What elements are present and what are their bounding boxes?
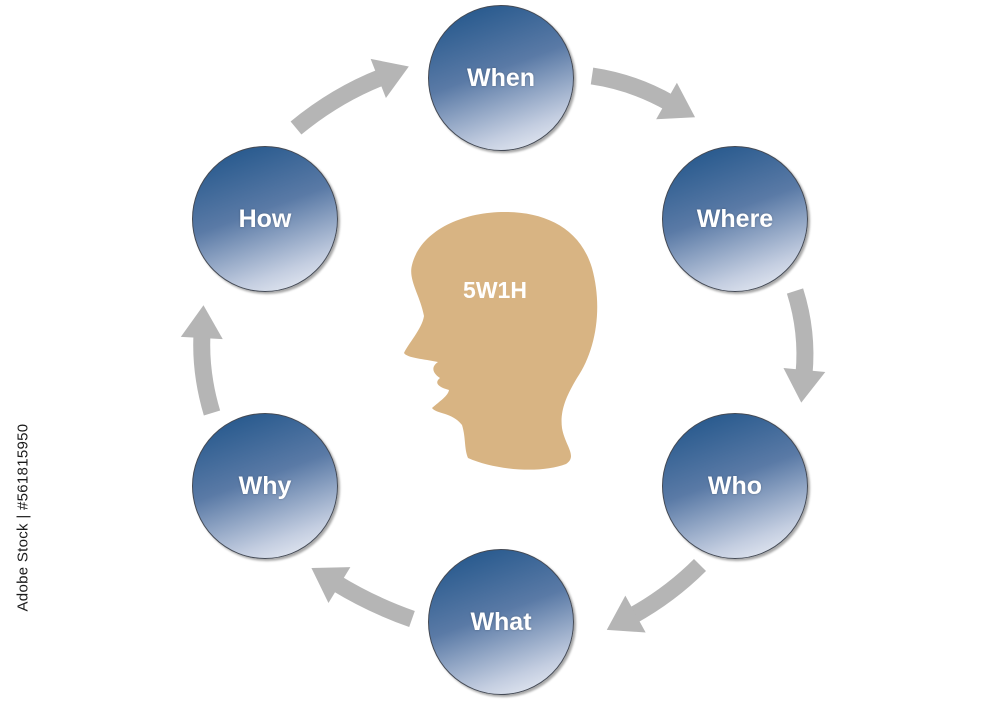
arrow-why-to-how-head [180,305,223,340]
node-where: Where [662,146,808,292]
arrow-where-to-who-head [783,368,826,403]
arrow-who-to-what-head [606,595,646,633]
node-when-label: When [466,63,536,92]
node-who: Who [662,413,808,559]
node-what-label: What [470,607,532,636]
arrow-how-to-when [290,69,386,135]
arrow-what-to-why [331,575,415,628]
arrow-when-to-where [590,67,675,111]
arrow-when-to-where-head [656,82,696,120]
arrow-where-to-who [786,288,814,375]
arrow-what-to-why-head [311,567,351,604]
cycle-arrows [180,58,826,633]
node-where-label: Where [696,204,774,233]
node-who-label: Who [707,471,763,500]
head-silhouette [404,212,598,470]
arrow-why-to-how [193,333,221,416]
node-why: Why [192,413,338,559]
node-when: When [428,5,574,151]
node-how: How [192,146,338,292]
node-how-label: How [238,204,292,233]
arrow-how-to-when-head [370,58,409,99]
node-why-label: Why [238,471,292,500]
node-what: What [428,549,574,695]
center-label-5w1h: 5W1H [463,277,527,303]
stock-watermark: Adobe Stock | #561815950 [14,423,32,612]
arrow-who-to-what [627,558,707,624]
